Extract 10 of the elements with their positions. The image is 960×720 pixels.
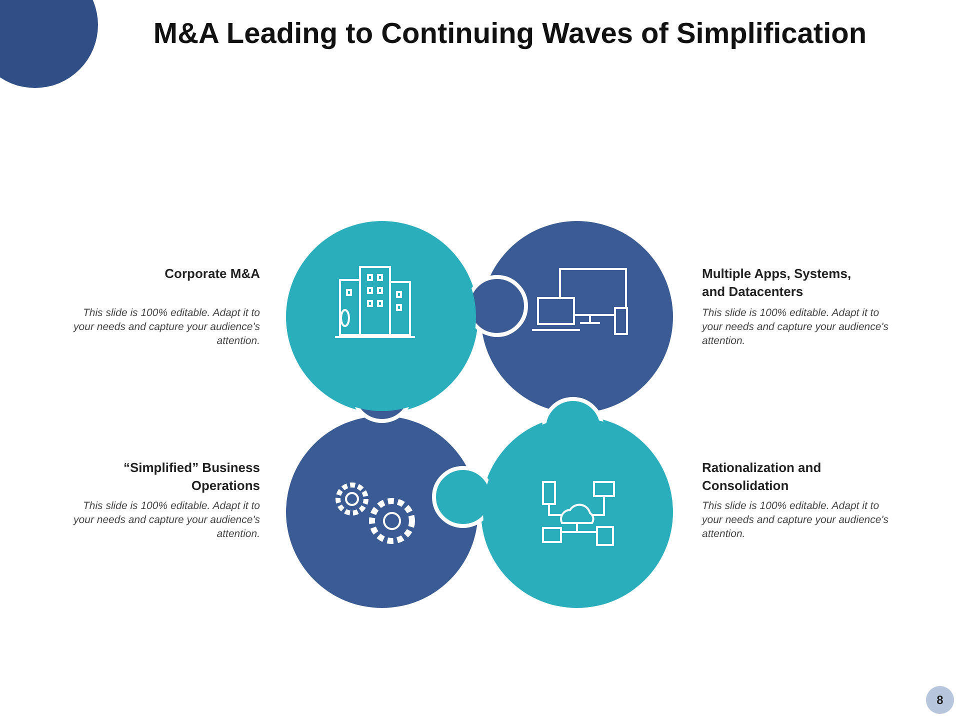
slide-title: M&A Leading to Continuing Waves of Simplification xyxy=(152,18,868,51)
heading: Corporate M&A xyxy=(164,265,260,283)
heading: Multiple Apps, Systems, and Datacenters xyxy=(702,265,852,301)
description: This slide is 100% editable. Adapt it to your needs and capture your audience's attention. xyxy=(702,306,890,348)
description: This slide is 100% editable. Adapt it to your needs and capture your audience's attention. xyxy=(72,306,260,348)
heading: “Simplified” Business Operations xyxy=(122,459,260,495)
heading: Rationalization and Consolidation xyxy=(702,459,822,495)
page-number: 8 xyxy=(926,686,954,714)
description: This slide is 100% editable. Adapt it to your needs and capture your audience's attention. xyxy=(72,499,260,541)
description: This slide is 100% editable. Adapt it to your needs and capture your audience's attention. xyxy=(702,499,890,541)
